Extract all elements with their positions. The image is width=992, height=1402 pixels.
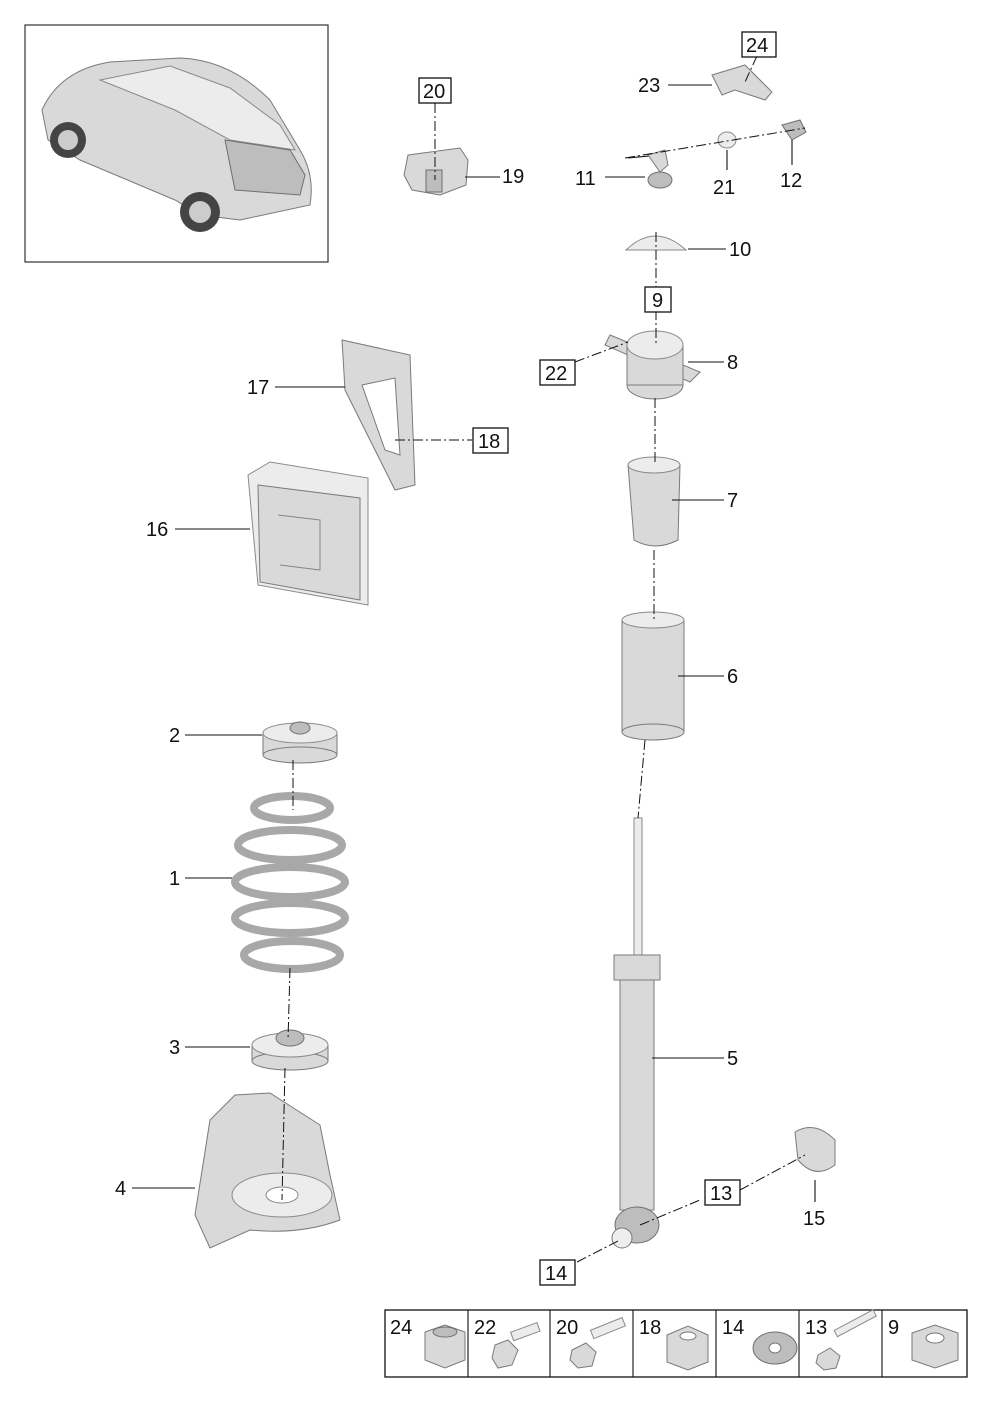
legend-label-24: 24 [390, 1317, 412, 1339]
assembly-lines [281, 55, 806, 1263]
part-11-connector [627, 149, 673, 189]
part-10-cap [624, 235, 688, 251]
fastener-9-icon [911, 1324, 959, 1369]
callout-2: 2 [169, 725, 180, 747]
boxed-callouts: 20 24 9 22 18 13 14 [418, 31, 777, 1286]
part-15-bushing [794, 1127, 836, 1172]
legend-label-14: 14 [722, 1317, 744, 1339]
fastener-20-icon [569, 1316, 627, 1369]
part-7-bump-stop [627, 456, 681, 547]
callout-8: 8 [727, 352, 738, 374]
part-17-bracket [341, 339, 416, 491]
fastener-14-icon [752, 1331, 798, 1365]
callout-3: 3 [169, 1037, 180, 1059]
fastener-24-icon [424, 1324, 466, 1369]
callout-9-boxed: 9 [652, 290, 663, 312]
callout-labels: 19 23 11 21 12 10 8 7 6 5 15 17 16 2 1 3… [115, 75, 825, 1230]
legend-label-18: 18 [639, 1317, 661, 1339]
callout-20-boxed: 20 [423, 81, 445, 103]
part-6-dust-boot [621, 611, 685, 741]
part-1-coil-spring [231, 792, 349, 973]
vehicle-thumbnail [24, 24, 329, 263]
callout-13-boxed: 13 [710, 1183, 732, 1205]
callout-24-boxed: 24 [746, 35, 768, 57]
callout-15: 15 [803, 1208, 825, 1230]
callout-6: 6 [727, 666, 738, 688]
callout-4: 4 [115, 1178, 126, 1200]
legend-label-9: 9 [888, 1317, 899, 1339]
callout-5: 5 [727, 1048, 738, 1070]
callout-11: 11 [575, 168, 596, 190]
leader-lines [132, 84, 816, 1202]
fastener-13-icon [815, 1309, 877, 1371]
part-16-control-unit [247, 461, 369, 606]
fastener-legend: 24 22 20 18 14 13 9 [384, 1309, 968, 1378]
callout-12: 12 [780, 170, 802, 192]
fastener-22-icon [491, 1322, 541, 1369]
legend-label-22: 22 [474, 1317, 496, 1339]
part-3-lower-seat [251, 1029, 329, 1071]
callout-16: 16 [146, 519, 168, 541]
part-19-sensor [403, 147, 469, 196]
callout-1: 1 [169, 868, 180, 890]
part-23-bracket [711, 64, 773, 101]
fastener-18-icon [666, 1325, 709, 1371]
part-5-shock-absorber [611, 817, 661, 1249]
callout-23: 23 [638, 75, 660, 97]
part-2-upper-seat [262, 721, 338, 764]
part-4-heat-shield [194, 1092, 341, 1249]
callout-18-boxed: 18 [478, 431, 500, 453]
callout-17: 17 [247, 377, 269, 399]
callout-14-boxed: 14 [545, 1263, 567, 1285]
callout-10: 10 [729, 239, 751, 261]
part-8-top-mount [604, 330, 701, 400]
legend-label-13: 13 [805, 1317, 827, 1339]
callout-7: 7 [727, 490, 738, 512]
callout-22-boxed: 22 [545, 363, 567, 385]
legend-label-20: 20 [556, 1317, 578, 1339]
callout-21: 21 [713, 177, 735, 199]
callout-19: 19 [502, 166, 524, 188]
